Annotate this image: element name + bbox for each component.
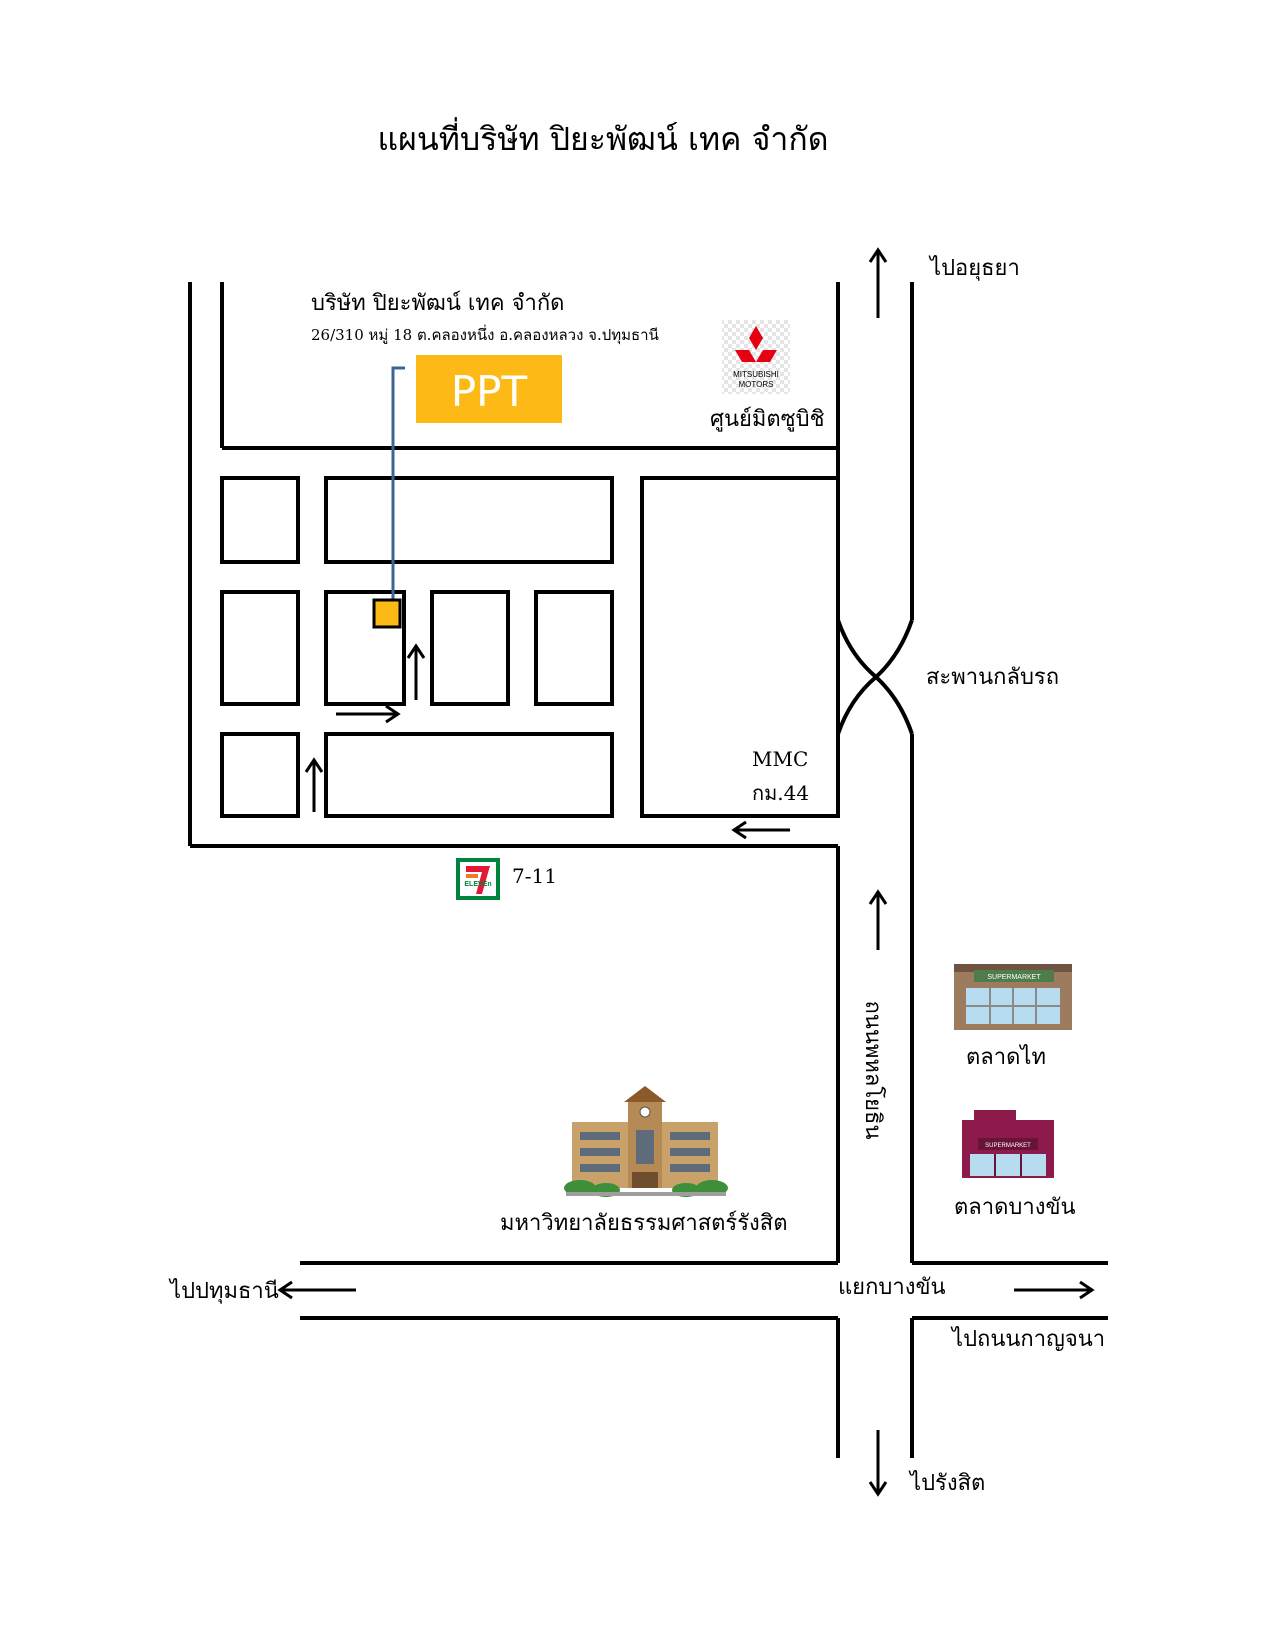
map-title: แผนที่บริษัท ปิยะพัฒน์ เทค จำกัด [378, 117, 829, 158]
city-blocks [220, 476, 840, 818]
mitsubishi-logo-icon: MITSUBISHI MOTORS [722, 320, 790, 394]
supermarket-icon: SUPERMARKET [954, 964, 1072, 1030]
up-arrow-icon [868, 889, 888, 950]
seven-eleven-logo-icon: ELEVEn [456, 858, 500, 900]
up-arrow-icon [868, 247, 888, 318]
talad-bangkhan-sign: SUPERMARKET [985, 1143, 1031, 1149]
bridge-label: สะพานกลับรถ [926, 665, 1059, 690]
company-address: 26/310 หมู่ 18 ต.คลองหนึ่ง อ.คลองหลวง จ.… [311, 324, 659, 345]
up-arrow-icon [304, 757, 324, 812]
company-location-marker [372, 598, 402, 629]
talad-bangkhan-label: ตลาดบางขัน [954, 1195, 1076, 1220]
main-road-label: ถนนพหลโยธิน [860, 1000, 886, 1139]
ppt-logo: PPT [416, 355, 562, 423]
up-arrow-icon [406, 643, 426, 700]
direction-west-label: ไปปทุมธานี [168, 1278, 279, 1304]
direction-north-label: ไปอยุธยา [928, 255, 1020, 281]
supermarket-icon: SUPERMARKET [962, 1110, 1054, 1178]
seven-eleven-logo-text: ELEVEn [464, 881, 491, 888]
mitsubishi-logo-text-1: MITSUBISHI [733, 370, 779, 379]
direction-south-label: ไปรังสิต [908, 1470, 985, 1496]
left-arrow-icon [277, 1280, 356, 1300]
mitsubishi-label: ศูนย์มิตซูบิชิ [710, 407, 825, 432]
road-network [188, 282, 1108, 1458]
company-name: บริษัท ปิยะพัฒน์ เทค จำกัด [311, 291, 564, 316]
university-label: มหาวิทยาลัยธรรมศาสตร์รังสิต [500, 1211, 788, 1236]
right-arrow-icon [1014, 1280, 1095, 1300]
mitsubishi-logo-text-2: MOTORS [739, 380, 774, 389]
left-arrow-icon [731, 820, 790, 840]
direction-east-label: ไปถนนกาญจนา [950, 1326, 1105, 1352]
seven-eleven-label: 7-11 [512, 864, 557, 888]
mmc-label: MMC [752, 747, 808, 771]
mmc-km-label: กม.44 [752, 781, 809, 805]
right-arrow-icon [336, 704, 401, 724]
university-building-icon [564, 1086, 728, 1197]
down-arrow-icon [868, 1430, 888, 1497]
junction-label: แยกบางขัน [838, 1275, 946, 1300]
talad-thai-label: ตลาดไท [966, 1044, 1046, 1070]
talad-thai-sign: SUPERMARKET [987, 974, 1041, 981]
location-pointer-line [391, 366, 405, 600]
ppt-logo-text: PPT [451, 367, 528, 416]
